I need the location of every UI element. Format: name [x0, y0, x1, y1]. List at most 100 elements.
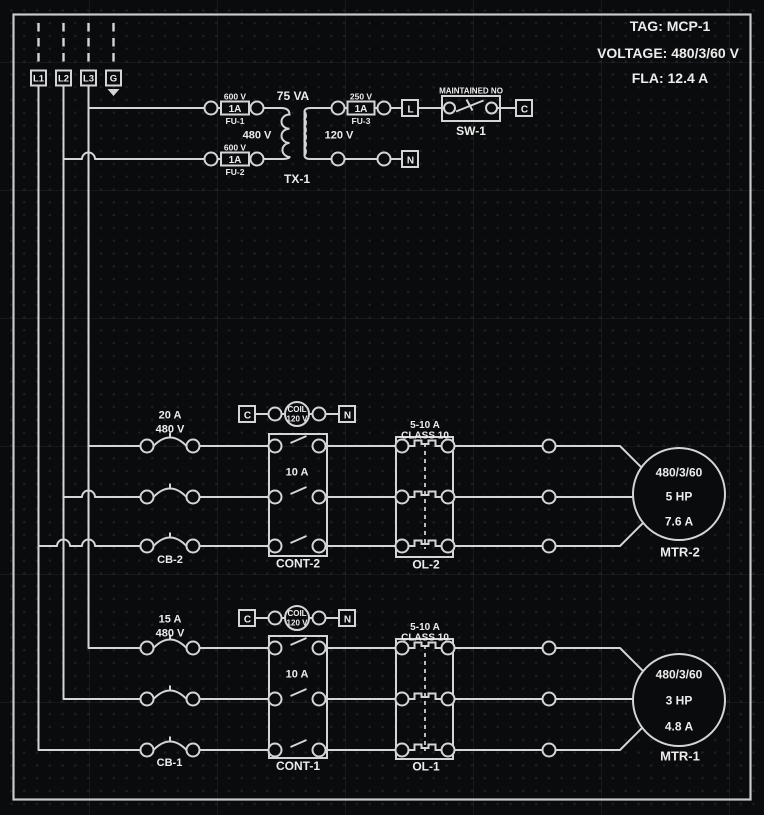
- overload-ol1: 5-10 A CLASS 10 OL-1: [394, 622, 456, 774]
- overload-heater-icon: [408, 641, 442, 649]
- terminal-circle: [394, 438, 410, 454]
- overload-class: CLASS 10: [401, 633, 449, 644]
- terminal-circle: [376, 151, 392, 167]
- overload-heater-icon: [408, 692, 442, 700]
- coil-circuit-1: C COIL 120 V N: [238, 605, 356, 631]
- terminal-box-common: [515, 99, 533, 117]
- terminal-circle: [541, 742, 557, 758]
- terminal-label-l3: L3: [83, 74, 94, 85]
- transformer-primary-winding: [280, 107, 291, 160]
- terminal-circle: [267, 610, 283, 626]
- transformer-tx1: 75 VA 480 V 120 V TX-1: [243, 89, 354, 186]
- terminal-circle: [139, 489, 155, 505]
- fuse-amps: 1A: [229, 104, 242, 115]
- overload-ol2: 5-10 A CLASS 10 OL-2: [394, 420, 456, 572]
- coil-circuit-2: C COIL 120 V N: [238, 401, 356, 427]
- terminal-circle: [311, 640, 327, 656]
- terminal-circle: [311, 489, 327, 505]
- terminal-circle: [185, 691, 201, 707]
- breaker-volts: 480 V: [156, 424, 185, 436]
- terminal-box-g: [105, 69, 122, 87]
- power-buses: [37, 85, 153, 751]
- overload-tag: OL-1: [412, 760, 440, 774]
- fuse-amps: 1A: [229, 155, 242, 166]
- coil-icon: [284, 401, 310, 427]
- motor-voltage: 480/3/60: [656, 668, 703, 682]
- terminal-circle: [394, 691, 410, 707]
- terminal-circle: [249, 100, 265, 116]
- wire-phase: [38, 538, 153, 547]
- contact-blade-icon: [290, 637, 307, 646]
- terminal-circle: [185, 742, 201, 758]
- terminal-box-neutral: [401, 150, 419, 168]
- terminal-circle: [185, 640, 201, 656]
- terminal-circle: [311, 438, 327, 454]
- overload-heater-icon: [408, 439, 442, 447]
- fuse-fu1: 600 V 1A FU-1: [203, 92, 265, 126]
- motor-mtr2: 480/3/60 5 HP 7.6 A MTR-2: [632, 447, 726, 560]
- terminal-label-common: C: [521, 105, 528, 116]
- motor-hp: 5 HP: [666, 490, 693, 504]
- terminal-circle: [311, 742, 327, 758]
- terminal-circle: [311, 610, 327, 626]
- motor-fla: 7.6 A: [665, 515, 694, 529]
- motor-circuit-1: 15 A 480 V CB-1 C COIL 120 V N: [139, 605, 726, 774]
- terminal-circle: [267, 406, 283, 422]
- terminal-circle: [139, 691, 155, 707]
- terminal-circle: [440, 438, 456, 454]
- terminal-circle: [311, 406, 327, 422]
- terminal-circle: [440, 742, 456, 758]
- terminal-circle: [311, 691, 327, 707]
- coil-terminal-n: N: [344, 615, 351, 626]
- switch-enclosure: [441, 95, 501, 122]
- coil-icon: [284, 605, 310, 631]
- terminal-circle: [330, 151, 346, 167]
- breaker-tag: CB-1: [157, 757, 183, 769]
- wire-motor-lead: [441, 522, 644, 547]
- terminal-circle: [330, 100, 346, 116]
- breaker-arc-icon: [152, 638, 188, 649]
- ground-icon: [107, 89, 120, 96]
- contact-blade-icon: [290, 535, 307, 544]
- transformer-rating: 75 VA: [277, 89, 310, 103]
- control-circuit: 600 V 1A FU-1 600 V 1A FU-2 75 VA 480 V …: [63, 87, 533, 186]
- contactor-amps: 10 A: [286, 669, 309, 681]
- wire-phase: [63, 489, 153, 498]
- breaker-arc-icon: [152, 487, 188, 498]
- contactor-cont2: 10 A CONT-2: [267, 433, 328, 571]
- terminal-box-neutral: [338, 609, 356, 627]
- terminal-circle: [203, 100, 219, 116]
- fuse-volts: 250 V: [350, 92, 373, 102]
- contactor-tag: CONT-1: [276, 759, 320, 773]
- wire-motor-lead: [441, 647, 644, 672]
- bus-l2: [62, 85, 153, 700]
- overload-heater-icon: [408, 743, 442, 751]
- terminal-circle: [267, 489, 283, 505]
- terminal-circle: [440, 538, 456, 554]
- terminal-circle: [185, 438, 201, 454]
- title-voltage: VOLTAGE: 480/3/60 V: [597, 45, 740, 61]
- terminal-circle: [203, 151, 219, 167]
- overload-heater-icon: [408, 539, 442, 547]
- contactor-tag: CONT-2: [276, 557, 320, 571]
- contactor-amps: 10 A: [286, 467, 309, 479]
- overload-range: 5-10 A: [410, 420, 440, 431]
- fuse-fu3: 250 V 1A FU-3: [330, 92, 392, 126]
- motor-voltage: 480/3/60: [656, 466, 703, 480]
- terminal-circle: [267, 742, 283, 758]
- switch-note: MAINTAINED NO: [439, 87, 503, 96]
- motor-mtr1: 480/3/60 3 HP 4.8 A MTR-1: [632, 653, 726, 764]
- switch-maintained-tick-icon: [465, 99, 474, 111]
- terminal-box-common: [238, 405, 256, 423]
- transformer-secondary: 120 V: [325, 130, 354, 142]
- coil-line2: 120 V: [287, 415, 309, 424]
- fuse-body: [220, 100, 250, 116]
- terminal-circle: [394, 742, 410, 758]
- motor-icon: [632, 447, 726, 541]
- terminal-circle: [139, 438, 155, 454]
- motor-fla: 4.8 A: [665, 720, 694, 734]
- contact-blade-icon: [290, 739, 307, 748]
- terminal-circle: [267, 640, 283, 656]
- terminal-circle: [541, 438, 557, 454]
